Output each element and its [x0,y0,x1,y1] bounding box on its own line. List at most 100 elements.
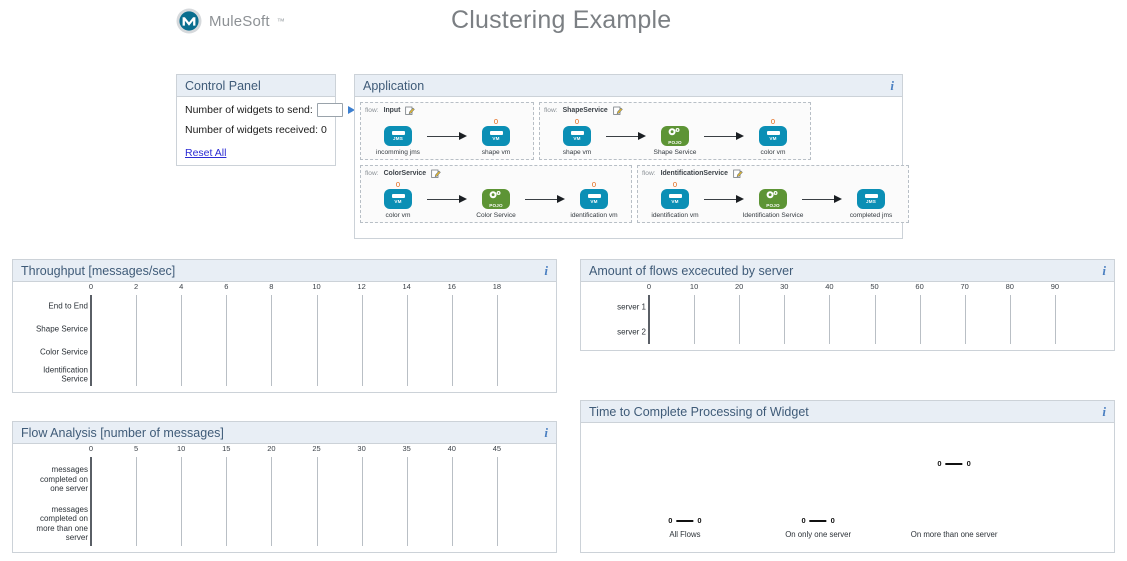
node-type-tag: POJO [489,203,503,208]
gear-icon [766,190,777,199]
node-bar [864,193,878,199]
flow-node[interactable]: 0JMSincomming jms [369,117,427,156]
node-label: incomming jms [376,149,420,156]
jms-node-icon: JMS [857,189,885,209]
gridline [829,295,831,344]
vm-node-icon: VM [759,126,787,146]
flow-name-label: ShapeService [562,107,608,114]
gridline [406,457,408,546]
range-group-label: On more than one server [910,530,998,539]
gridline [406,295,408,386]
gridline [496,295,498,386]
gridline [451,295,453,386]
category-label: Identification Service [43,365,88,384]
send-widgets-button[interactable] [347,106,355,114]
brand-trademark: ™ [276,16,285,26]
application-panel: Application i flow:Input0JMSincomming jm… [354,74,909,239]
gridline [361,295,363,386]
flow-node[interactable]: 0POJOColor Service [467,180,525,219]
flow-node[interactable]: 0POJOIdentification Service [743,180,803,219]
flow-node[interactable]: 0JMScompleted jms [842,180,900,219]
node-type-tag: VM [394,199,402,205]
range-max-value: 0 [966,459,971,468]
info-icon[interactable]: i [544,424,548,440]
reset-all-link[interactable]: Reset All [185,147,227,159]
node-type-tag: JMS [865,199,877,205]
axis-tick-label: 60 [915,282,924,291]
axis-tick-label: 90 [1050,282,1060,291]
flow-arrow [606,126,646,146]
node-type-tag: POJO [668,140,682,145]
range-min-value: 0 [937,459,942,468]
edit-pencil-icon[interactable] [405,106,416,116]
edit-pencil-icon[interactable] [733,169,743,179]
arrow-head-icon [638,132,646,140]
flow-key-label: flow: [642,170,656,177]
axis-tick-label: 70 [960,282,969,291]
flow-header: flow:ColorService [365,168,627,179]
axis-tick-label: 16 [447,282,456,291]
range-group-label: All Flows [669,530,701,539]
gridline [784,295,786,344]
info-icon[interactable]: i [1102,262,1106,278]
gridline [181,457,183,546]
flow-key-label: flow: [365,107,379,114]
node-label: Color Service [476,212,516,219]
widgets-received-row: Number of widgets received: 0 [185,124,327,136]
arrow-line [427,198,459,200]
axis-tick-label: 80 [1005,282,1014,291]
arrow-line [704,135,736,137]
edit-pencil-icon[interactable] [431,169,441,179]
node-type-tag: VM [590,199,598,205]
info-icon[interactable]: i [890,77,894,93]
gridline [316,457,318,546]
edit-pencil-icon[interactable] [613,106,623,116]
axis-zero-line [648,295,650,344]
info-icon[interactable]: i [1102,403,1106,419]
application-panel-title: Application [363,78,425,93]
widgets-received-label: Number of widgets received: 0 [185,124,327,136]
gridline [1054,295,1056,344]
servers-chart-title: Amount of flows excecuted by server [589,263,794,278]
flow-key-label: flow: [365,170,379,177]
arrow-head-icon [736,195,744,203]
node-bar [587,193,601,199]
info-icon[interactable]: i [544,262,548,278]
vm-node-icon: VM [661,189,689,209]
time-to-complete-chart-header: Time to Complete Processing of Widget i [581,401,1114,423]
axis-tick-label: 0 [88,282,94,291]
widgets-to-send-input[interactable] [316,103,343,117]
arrow-head-icon [834,195,842,203]
axis-tick-label: 45 [492,444,502,453]
arrow-head-icon [557,195,565,203]
gridline [226,295,228,386]
gridline [874,295,876,344]
node-counter-badge: 0 [591,180,597,189]
throughput-chart-header: Throughput [messages/sec] i [13,260,556,282]
mulesoft-logo-icon [176,8,202,34]
axis-tick-label: 10 [312,282,321,291]
flow-header: flow:Input [365,105,529,116]
flow-node[interactable]: 0POJOShape Service [646,117,704,156]
gridline [694,295,696,344]
axis-tick-label: 6 [224,282,229,291]
arrow-line [427,135,459,137]
arrow-line [525,198,557,200]
range-group-label: On only one server [785,530,852,539]
node-counter-badge: 0 [395,180,401,189]
